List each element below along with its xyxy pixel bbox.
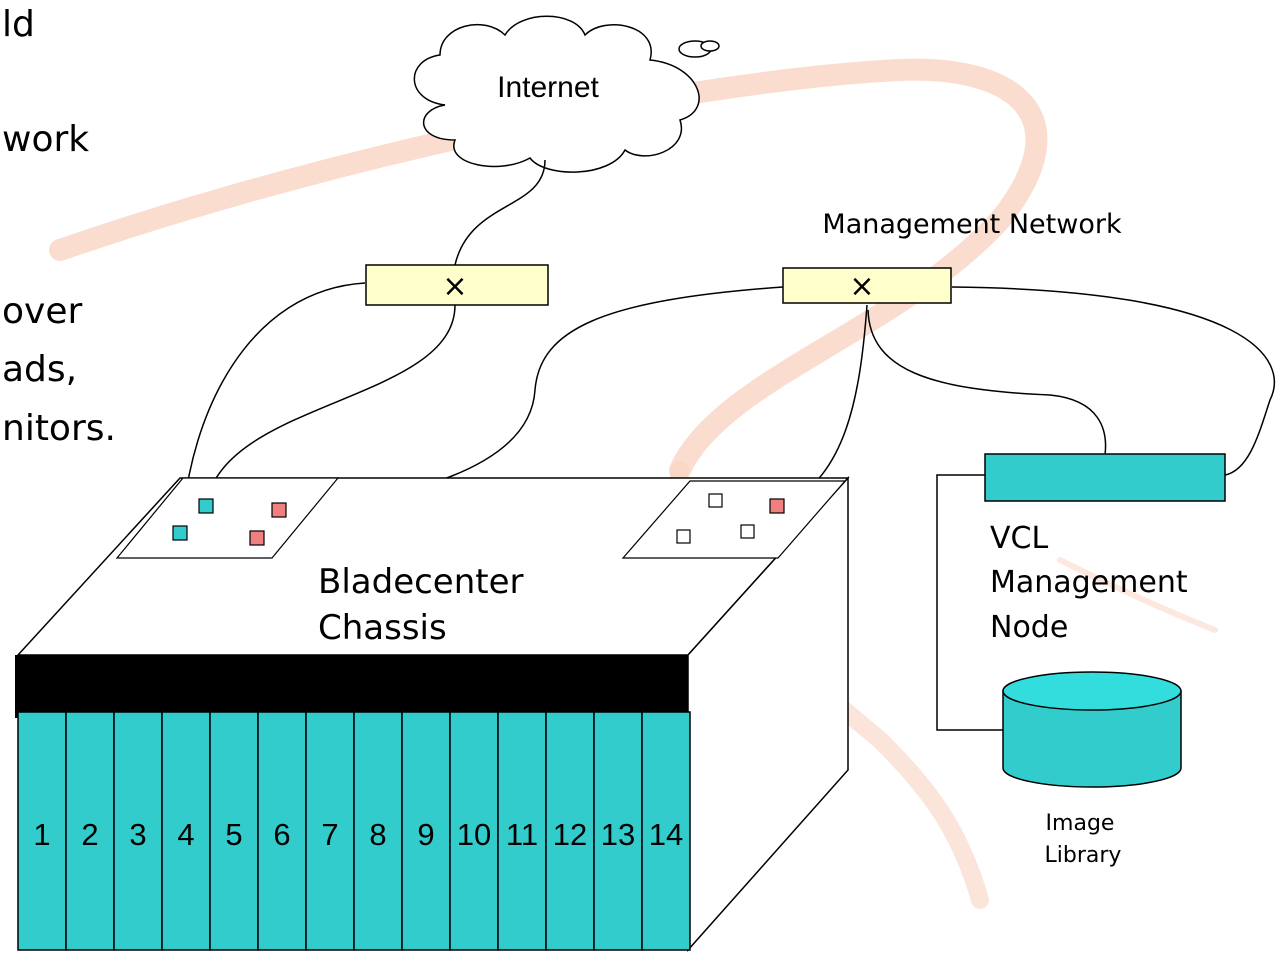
image-library-label-line2: Library	[1045, 843, 1122, 868]
blade-slot-10	[449, 711, 499, 951]
slide-text-line1: ld	[2, 4, 35, 45]
blade-label-3: 3	[129, 817, 146, 852]
blade-label-8: 8	[369, 817, 386, 852]
port-red-1	[271, 502, 287, 518]
cloud-puff-small	[700, 40, 720, 52]
port-empty-3	[740, 524, 755, 539]
blade-label-14: 14	[649, 817, 683, 852]
port-teal-2	[198, 498, 214, 514]
chassis-left-edge	[15, 655, 18, 718]
blade-slot-13	[593, 711, 643, 951]
internet-label: Internet	[497, 71, 599, 104]
cable-mgmt-switch-to-node-right	[951, 286, 1276, 476]
blade-label-12: 12	[553, 817, 587, 852]
management-switch: ×	[782, 267, 952, 304]
management-node-box	[984, 453, 1226, 502]
cable-internet-to-public-switch	[454, 159, 546, 266]
chassis-label-line2: Chassis	[318, 608, 447, 648]
image-library-label-line1: Image	[1046, 811, 1115, 836]
blade-slot-3	[113, 711, 163, 951]
port-red-2	[249, 530, 265, 546]
image-library-body	[1002, 690, 1182, 788]
management-node-label-line2: Management	[990, 565, 1188, 600]
blade-slot-7	[305, 711, 355, 951]
management-node-label-line1: VCL	[990, 521, 1048, 556]
port-panel-left	[115, 477, 340, 559]
image-library: Image Library	[1002, 671, 1182, 868]
slide-text-line5: nitors.	[2, 408, 116, 449]
internet-cloud: Internet	[413, 15, 720, 173]
blade-slot-4	[161, 711, 211, 951]
chassis-label-line1: Bladecenter	[318, 562, 524, 602]
port-empty-2	[676, 529, 691, 544]
vcl-management-node: VCL Management Node	[984, 453, 1226, 645]
slide-bullet-text: ld work over ads, nitors.	[2, 4, 116, 449]
blade-slot-6	[257, 711, 307, 951]
blade-label-7: 7	[321, 817, 338, 852]
port-empty-1	[708, 493, 723, 508]
blade-label-2: 2	[81, 817, 98, 852]
blade-slot-14	[641, 711, 691, 951]
management-switch-symbol: ×	[849, 269, 874, 304]
blade-label-1: 1	[33, 817, 50, 852]
management-network-label: Management Network	[822, 209, 1122, 240]
blade-slot-12	[545, 711, 595, 951]
blade-label-4: 4	[177, 817, 194, 852]
blade-slot-5	[209, 711, 259, 951]
management-switch-box	[782, 267, 952, 304]
blade-label-11: 11	[506, 817, 538, 852]
blade-label-10: 10	[457, 817, 491, 852]
image-library-top	[1002, 671, 1182, 711]
cable-mgmt-switch-to-node	[867, 309, 1107, 456]
cloud-shape	[413, 15, 700, 173]
public-switch: ×	[365, 264, 549, 306]
slide-text-line4: ads,	[2, 349, 77, 390]
cable-node-to-image-library	[936, 474, 1005, 731]
slide-text-line2: work	[2, 119, 89, 160]
slide-text-line3: over	[2, 291, 82, 332]
cable-mgmt-switch-to-chassis-port	[284, 286, 784, 511]
blade-slot-1	[17, 711, 67, 951]
blade-slot-8	[353, 711, 403, 951]
blade-slot-9	[401, 711, 451, 951]
port-red-3	[769, 498, 785, 514]
blade-label-13: 13	[601, 817, 635, 852]
blade-label-6: 6	[273, 817, 290, 852]
port-teal-1	[172, 525, 188, 541]
blade-label-9: 9	[417, 817, 434, 852]
blade-slot-2	[65, 711, 115, 951]
management-node-label-line3: Node	[990, 610, 1068, 645]
blade-label-5: 5	[225, 817, 242, 852]
chassis-black-bar	[18, 655, 688, 712]
public-switch-symbol: ×	[442, 269, 467, 304]
public-switch-box	[365, 264, 549, 306]
cable-public-switch-to-port-b	[206, 304, 456, 501]
